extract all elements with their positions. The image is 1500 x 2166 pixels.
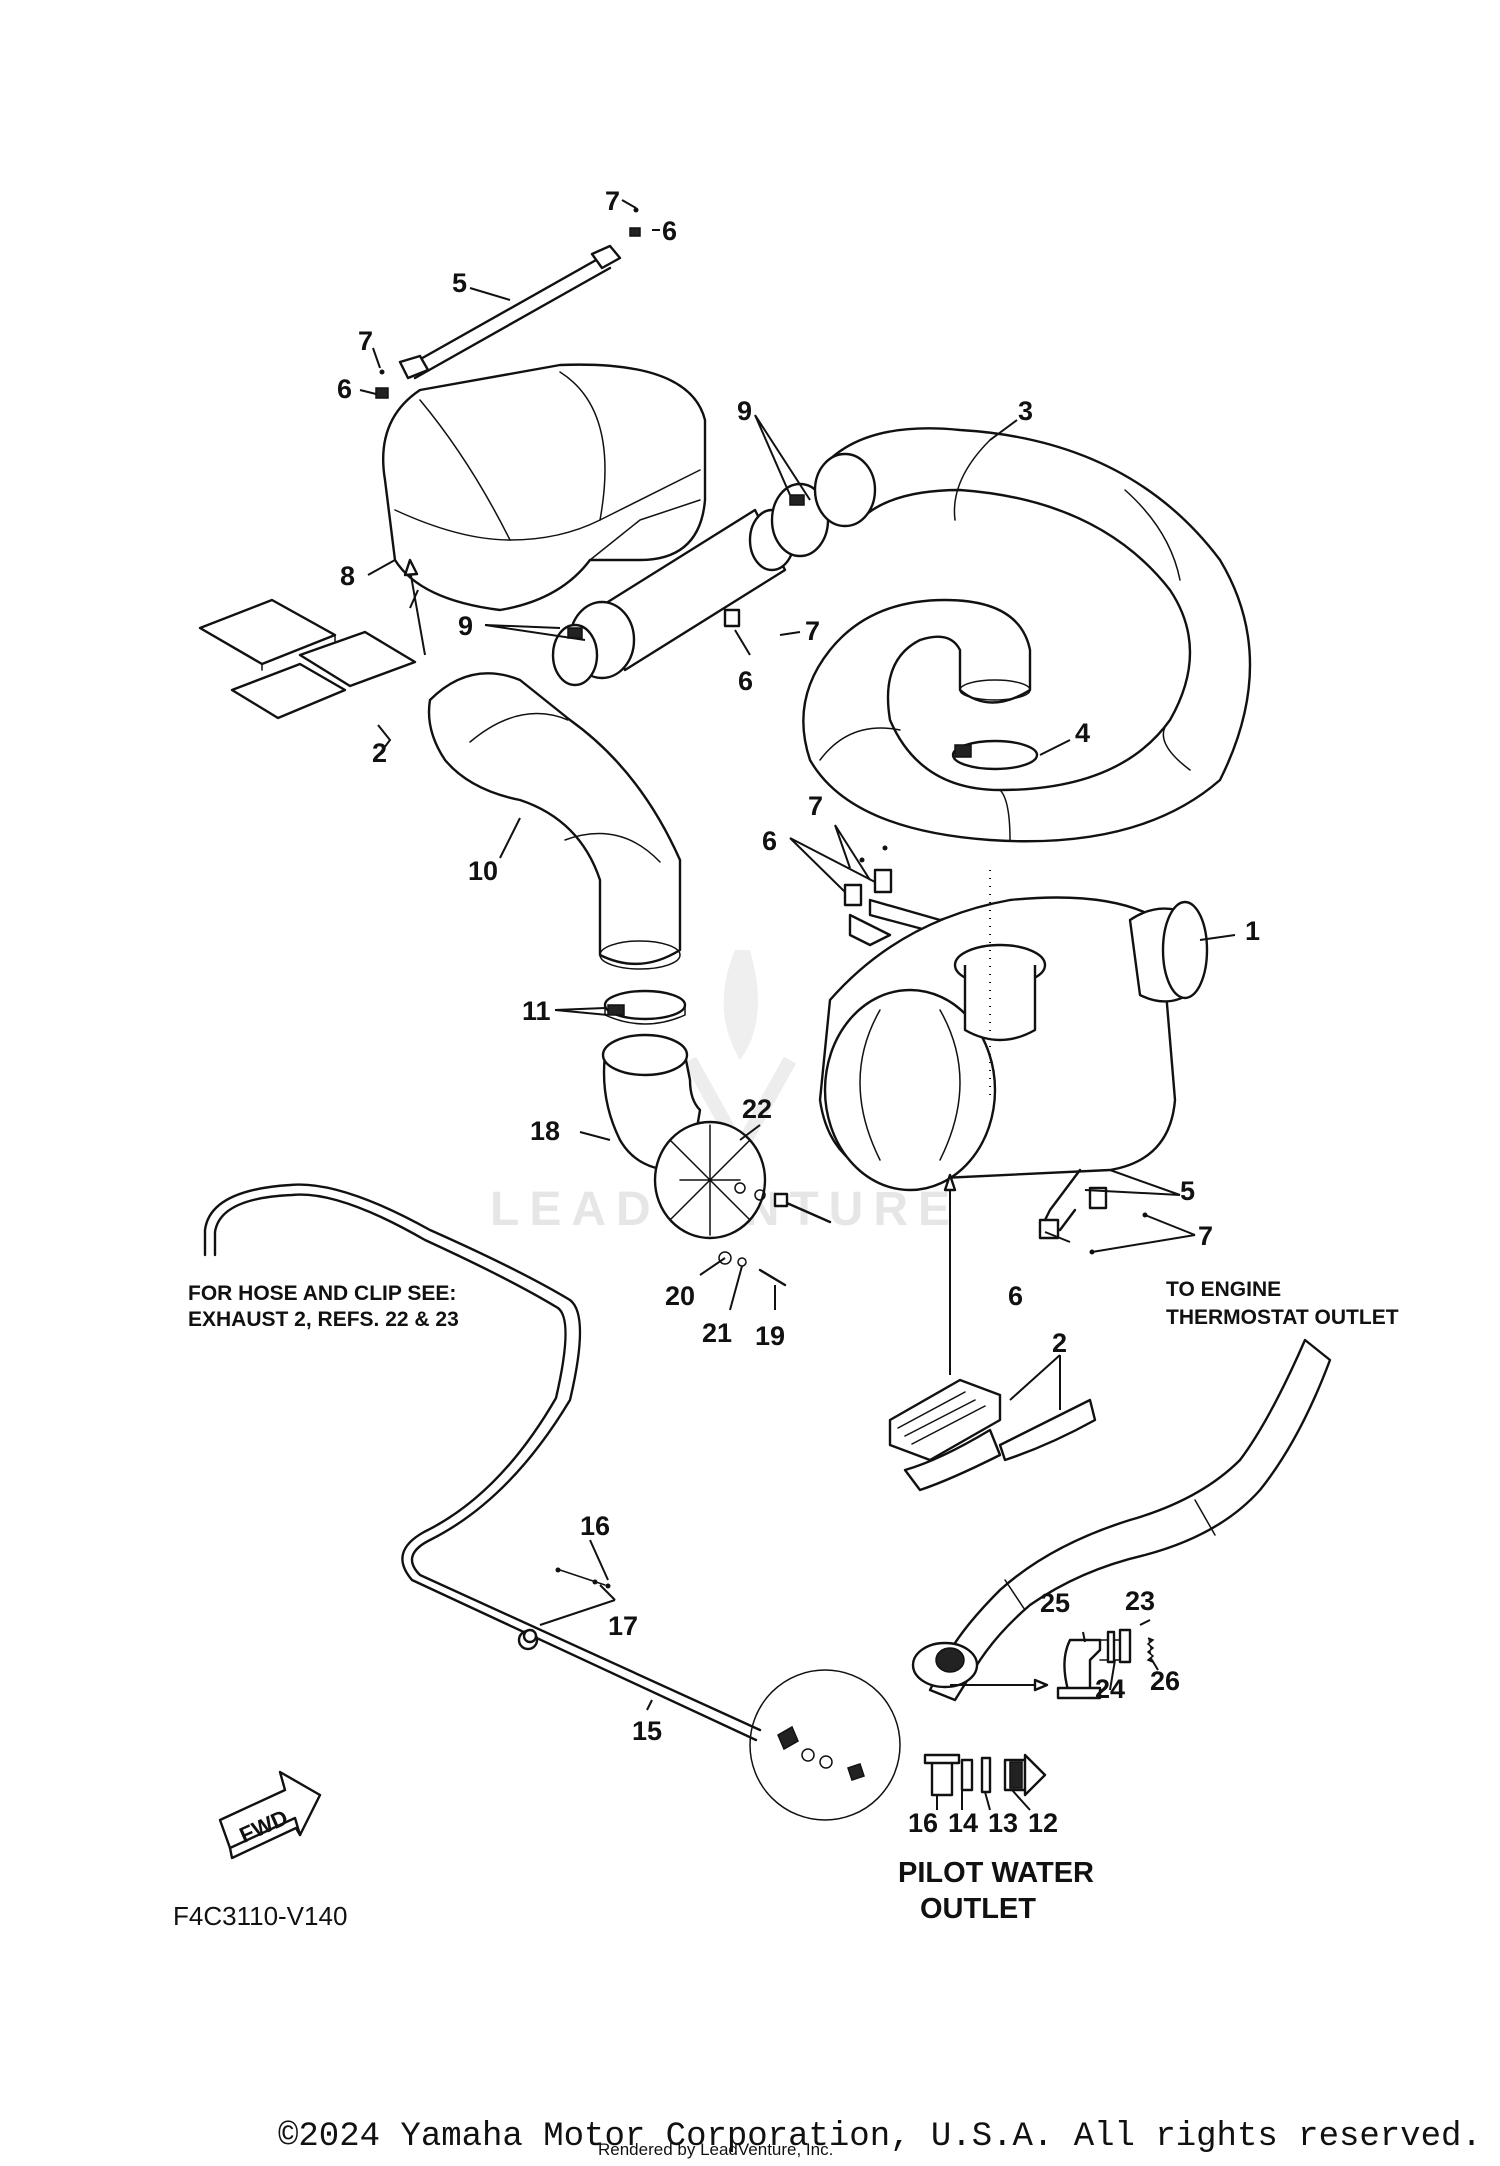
- callouts: 7 6 5 7 6 3 9 8 9 7 6 2 4 10 7 6 1 11 22…: [337, 186, 1260, 1838]
- leader-lines: [359, 199, 1236, 1811]
- callout-25: 25: [1040, 1588, 1070, 1618]
- brackets-lower-right: [1038, 1186, 1148, 1255]
- callout-6: 6: [662, 216, 677, 246]
- callout-14: 14: [948, 1808, 978, 1838]
- callout-7: 7: [808, 791, 823, 821]
- callout-9: 9: [737, 396, 752, 426]
- callout-6: 6: [1008, 1281, 1023, 1311]
- diagram-code: F4C3110-V140: [173, 1901, 347, 1931]
- pilot-note-line1: PILOT WATER: [898, 1857, 1094, 1889]
- callout-6: 6: [738, 666, 753, 696]
- callout-8: 8: [340, 561, 355, 591]
- callout-11: 11: [522, 996, 551, 1026]
- callout-16: 16: [580, 1511, 610, 1541]
- callout-2: 2: [1052, 1328, 1067, 1358]
- callout-4: 4: [1075, 718, 1090, 748]
- hose-note-line1: FOR HOSE AND CLIP SEE:: [188, 1282, 456, 1305]
- callout-6: 6: [762, 826, 777, 856]
- callout-20: 20: [665, 1281, 695, 1311]
- clips-16-17: [555, 1567, 611, 1589]
- callout-23: 23: [1125, 1586, 1155, 1616]
- clamp-4: [951, 739, 1039, 771]
- filter-pads-top: [198, 598, 417, 720]
- callout-26: 26: [1150, 1666, 1180, 1696]
- clamp-11: [603, 989, 687, 1025]
- intake-tube: [551, 482, 830, 687]
- callout-7: 7: [605, 186, 620, 216]
- tube-15: [203, 1183, 901, 1821]
- callout-24: 24: [1095, 1674, 1125, 1704]
- callout-5: 5: [452, 268, 467, 298]
- callout-1: 1: [1245, 916, 1260, 946]
- callout-5: 5: [1180, 1176, 1195, 1206]
- callout-6: 6: [337, 374, 352, 404]
- callout-15: 15: [632, 1716, 662, 1746]
- notes: FOR HOSE AND CLIP SEE: EXHAUST 2, REFS. …: [188, 1278, 1399, 1925]
- air-box-body: [818, 896, 1209, 1232]
- engine-note-line1: TO ENGINE: [1166, 1278, 1281, 1301]
- callout-10: 10: [468, 856, 498, 886]
- callout-12: 12: [1028, 1808, 1058, 1838]
- pilot-note-line2: OUTLET: [920, 1893, 1036, 1925]
- air-box-cover: [381, 363, 707, 612]
- callout-18: 18: [530, 1116, 560, 1146]
- callout-13: 13: [988, 1808, 1018, 1838]
- callout-2: 2: [372, 738, 387, 768]
- callout-22: 22: [742, 1094, 772, 1124]
- copyright-text: ©2024 Yamaha Motor Corporation, U.S.A. A…: [278, 2118, 1482, 2156]
- strap-5-top: [375, 207, 641, 399]
- hose-10: [427, 672, 682, 970]
- callout-19: 19: [755, 1321, 785, 1351]
- callout-7: 7: [358, 326, 373, 356]
- callout-17: 17: [608, 1611, 638, 1641]
- fittings-23-26: [1056, 1628, 1155, 1700]
- callout-3: 3: [1018, 396, 1033, 426]
- callout-7: 7: [1198, 1221, 1213, 1251]
- elbow-18: [601, 1033, 767, 1240]
- pilot-outlet-parts: [923, 1753, 1047, 1797]
- thermostat-hose: [911, 1338, 1332, 1702]
- callout-9: 9: [458, 611, 473, 641]
- callout-21: 21: [702, 1318, 732, 1348]
- callout-7: 7: [805, 616, 820, 646]
- filter-pads-bottom: [888, 1378, 1097, 1492]
- callout-16: 16: [908, 1808, 938, 1838]
- fwd-arrow-icon: FWD: [218, 1770, 322, 1860]
- engine-note-line2: THERMOSTAT OUTLET: [1166, 1306, 1399, 1329]
- hose-3: [802, 427, 1252, 843]
- rendered-by-text: Rendered by LeadVenture, Inc.: [598, 2140, 833, 2159]
- hose-note-line2: EXHAUST 2, REFS. 22 & 23: [188, 1308, 459, 1331]
